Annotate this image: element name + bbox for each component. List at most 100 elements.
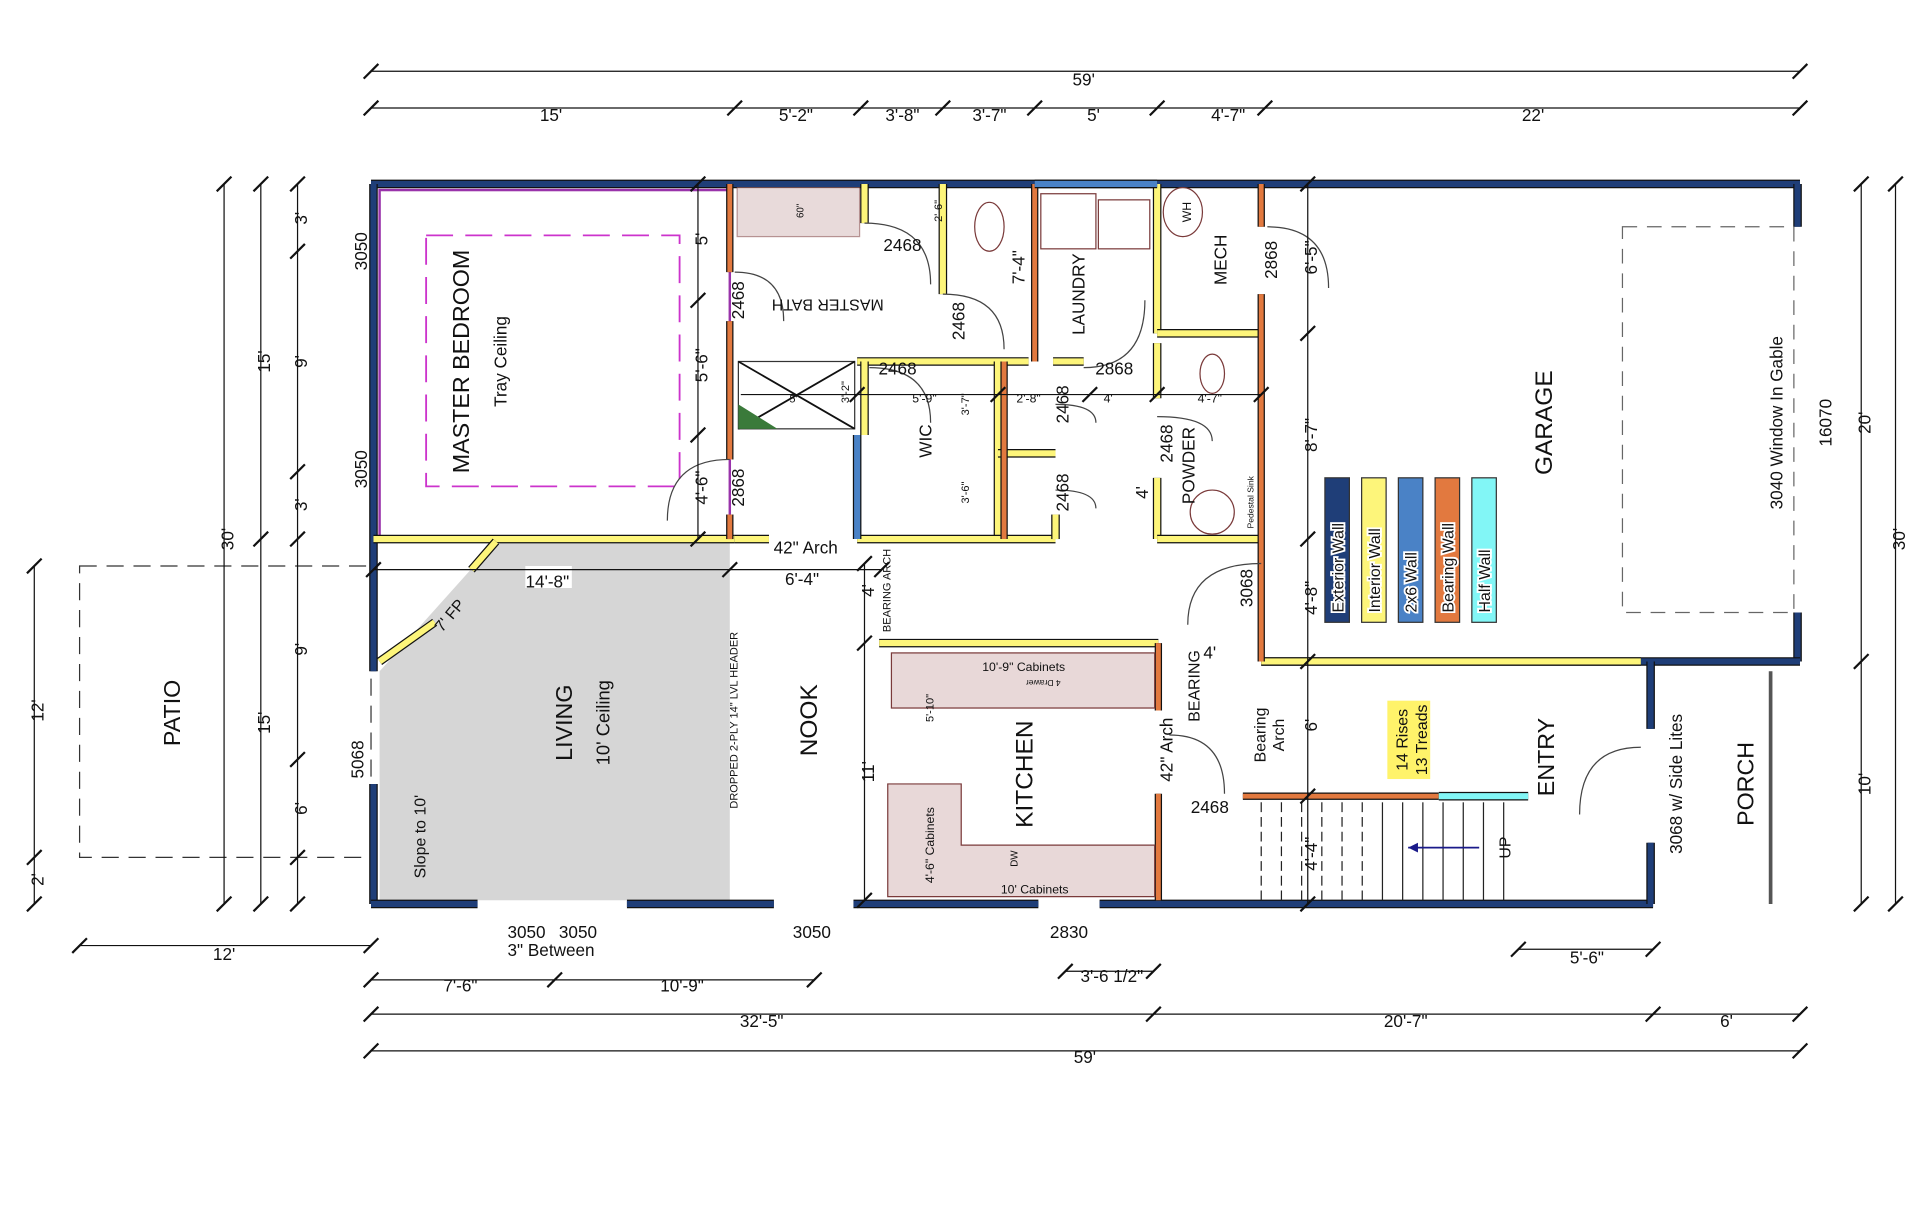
dimension-label: 20' [1855, 412, 1875, 434]
legend-swatch-2x6-wall [1397, 477, 1424, 623]
dimension-label: 4' [1104, 392, 1113, 406]
dimension-label: 15' [254, 712, 274, 734]
toilet-icon [1199, 353, 1226, 394]
living-arch-note: 42" Arch [774, 537, 838, 557]
dimension-label: 6' [1301, 719, 1321, 732]
water-heater-icon [1162, 186, 1204, 238]
dimension-label: 7'-4" [1009, 250, 1029, 284]
interior-wall [469, 539, 499, 572]
dimension-label: 4' [858, 584, 878, 597]
dimension-label: 5' [1087, 105, 1100, 125]
dimension-tick [289, 530, 306, 548]
arrow-head-icon [1408, 842, 1418, 853]
door-label: 2868 [728, 469, 748, 507]
room-label-patio: PATIO [159, 680, 185, 746]
stair-up-label: UP [1497, 837, 1514, 859]
door-swing-icon [1267, 226, 1330, 289]
dimension-label: 6' [1720, 1011, 1733, 1031]
dimension-tick [1026, 99, 1043, 117]
dimension-label: 10' [1855, 773, 1875, 795]
dimension-tick [934, 99, 951, 117]
door-label: 2468 [883, 235, 921, 255]
room-label-garage: GARAGE [1531, 370, 1558, 475]
dimension-label: 4' [1132, 486, 1152, 499]
dimension-tick [1145, 963, 1162, 980]
room-label-wic: WIC [915, 424, 935, 457]
dimension-tick [215, 895, 233, 913]
dimension-label: 3'-6 1/2" [1081, 966, 1144, 986]
master-bedroom-outline [378, 188, 732, 538]
door-swing-icon [666, 458, 730, 521]
dimension-label: 6'-4" [785, 569, 819, 589]
room-label-master-bedroom: MASTER BEDROOM [448, 250, 474, 473]
door-label: 3068 [1236, 569, 1256, 607]
pedestal-sink-note: Pedestal Sink [1246, 475, 1256, 528]
room-label-mech: MECH [1211, 235, 1231, 285]
dimension-tick [362, 937, 380, 954]
dimension-tick [362, 63, 380, 80]
dimension-tick [856, 634, 873, 652]
door-label: 2468 [949, 302, 969, 340]
door-swing-icon [1055, 403, 1097, 423]
dimension-label: 2'-6" [933, 200, 945, 222]
dimension-tick [1299, 175, 1316, 193]
dimension-tick [689, 292, 707, 309]
dimension-tick [289, 175, 306, 193]
dimension-tick [1299, 895, 1316, 913]
room-label-master-bath: MASTER BATH [772, 296, 884, 313]
interior-wall [377, 619, 437, 664]
dimension-label: 4'-7" [1211, 105, 1245, 125]
dimension-tick [362, 971, 380, 988]
door-swing-icon [942, 293, 1005, 350]
washer-icon [1040, 193, 1097, 250]
lower-cabinets [887, 783, 1156, 898]
dimension-tick [1791, 99, 1809, 117]
header-note: DROPPED 2-PLY 14" LVL HEADER [729, 632, 741, 809]
bearing-note: BEARING [1186, 650, 1203, 722]
dimension-label: 5'-6" [691, 348, 711, 382]
legend-label: Half Wall [1477, 549, 1494, 612]
door-label: 2868 [1095, 359, 1133, 379]
window-label: 3050 [507, 922, 545, 942]
door-label: 2468 [1053, 385, 1073, 423]
dimension-tick [252, 530, 269, 548]
dimension-tick [873, 561, 890, 578]
dimension-label: 59' [1073, 70, 1095, 90]
dishwasher-label: DW [1010, 850, 1021, 867]
dimension-label: 30' [218, 528, 238, 550]
water-heater-label: WH [1180, 202, 1194, 222]
dimension-tick [1853, 895, 1870, 913]
dimension-tick [252, 895, 269, 913]
door-swing-icon [869, 367, 932, 423]
dimension-tick [252, 175, 269, 193]
dimension-tick [689, 530, 707, 548]
toilet-icon [974, 201, 1005, 252]
window-note: 3" Between [508, 940, 595, 960]
dimension-tick [1256, 99, 1274, 117]
dimension-tick [689, 426, 707, 444]
dimension-tick [1791, 1006, 1809, 1023]
dimension-label: 59' [1074, 1047, 1096, 1067]
window-label: 3050 [351, 232, 371, 270]
legend-swatch-interior-wall [1361, 477, 1387, 623]
dimension-label: 5'-6" [1570, 948, 1604, 968]
dimension-label: 3'-7" [972, 105, 1006, 125]
front-door-label: 3068 w/ Side Lites [1666, 714, 1686, 854]
dimension-tick [1149, 99, 1166, 117]
dimension-label: 30' [1889, 528, 1909, 550]
dimension-tick [289, 849, 306, 866]
room-label-entry: ENTRY [1533, 718, 1559, 796]
door-swing-icon [734, 271, 785, 322]
door-label: 2468 [1053, 473, 1073, 511]
dimension-label: 15' [254, 350, 274, 372]
dimension-tick [26, 557, 43, 575]
dimension-label: 5' [691, 233, 711, 246]
dimension-tick [856, 892, 873, 909]
room-label-living: LIVING [551, 685, 577, 761]
dimension-label: 5'-9" [912, 392, 936, 406]
dimension-tick [1853, 175, 1870, 193]
dimension-tick [726, 99, 743, 117]
dimension-tick [1887, 895, 1904, 913]
dimension-label: 7'-6" [443, 976, 477, 996]
